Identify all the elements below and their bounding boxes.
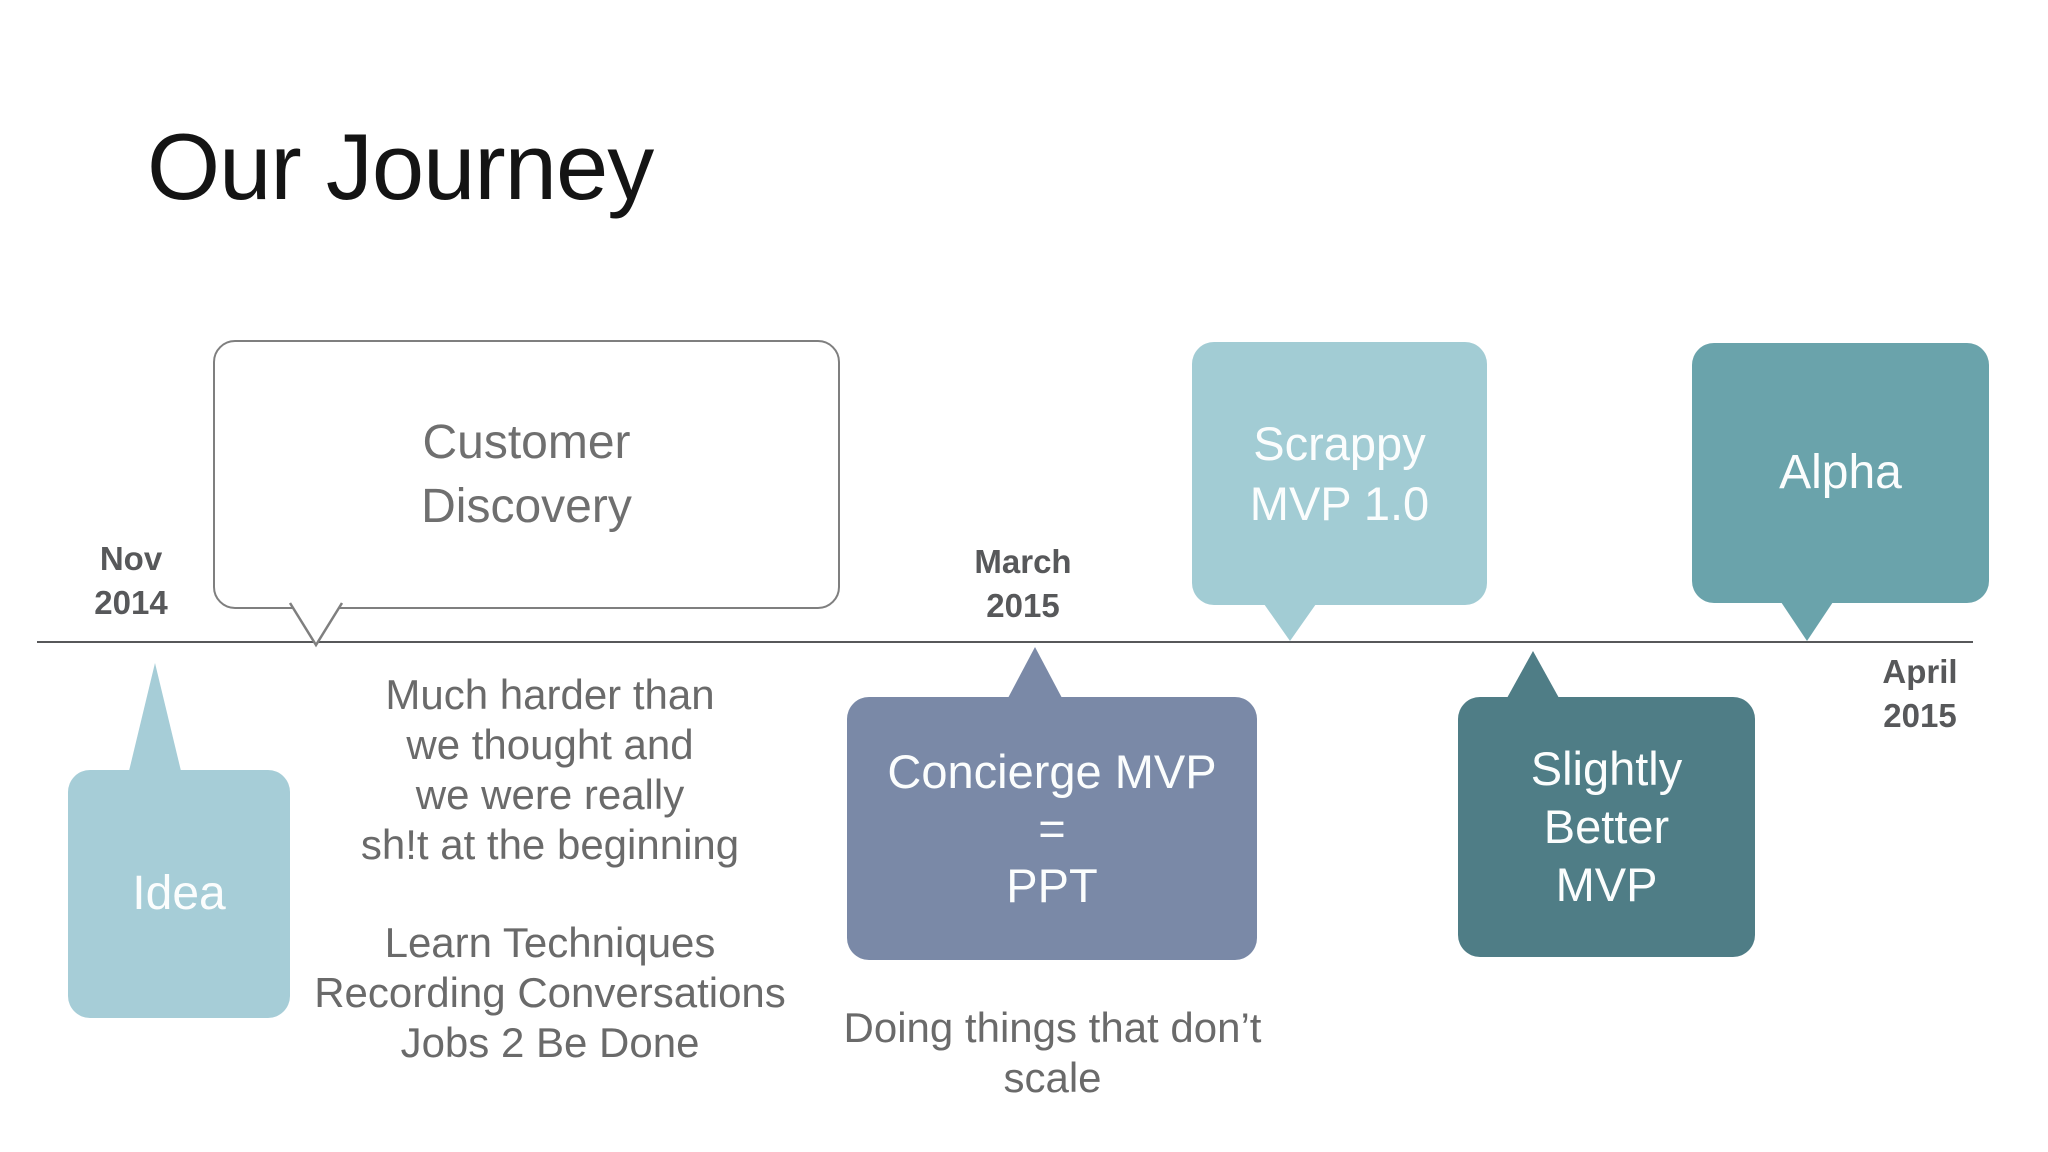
date-month: April	[1882, 653, 1958, 690]
callout-label-line: =	[1038, 802, 1066, 855]
customer-discovery-pointer	[288, 602, 344, 648]
callout-label-line: Concierge MVP	[887, 745, 1217, 798]
note-line: Jobs 2 Be Done	[400, 1019, 700, 1066]
page-title: Our Journey	[147, 114, 654, 219]
scrappy-pointer	[1264, 604, 1316, 641]
callout-label-line: Slightly	[1530, 742, 1683, 795]
callout-label-line: PPT	[1006, 859, 1098, 912]
callout-alpha: Alpha	[1692, 343, 1989, 603]
note-doing-things: Doing things that don’t scale	[790, 1003, 1315, 1103]
callout-scrappy-mvp: Scrappy MVP 1.0	[1192, 342, 1487, 605]
callout-label-line: Alpha	[1779, 446, 1902, 499]
note-customer-discovery: Much harder than we thought and we were …	[300, 670, 800, 870]
callout-label-line: Idea	[132, 867, 226, 920]
date-month: Nov	[99, 540, 163, 577]
note-techniques: Learn Techniques Recording Conversations…	[300, 918, 800, 1068]
idea-pointer	[129, 663, 181, 771]
callout-idea: Idea	[68, 770, 290, 1018]
date-label-april-2015: April 2015	[1845, 650, 1995, 738]
date-label-march-2015: March 2015	[943, 540, 1103, 628]
callout-label-line: MVP 1.0	[1249, 476, 1430, 530]
callout-label-line: Customer	[422, 415, 631, 469]
callout-label-line: Better	[1543, 800, 1670, 853]
date-year: 2015	[986, 587, 1060, 624]
callout-label-line: Discovery	[421, 479, 632, 533]
callout-label-line: Scrappy	[1253, 416, 1426, 470]
slightly-better-pointer	[1507, 651, 1559, 698]
note-line: Learn Techniques	[384, 919, 716, 966]
callout-customer-discovery: Customer Discovery	[213, 340, 840, 609]
alpha-pointer	[1781, 602, 1833, 641]
date-label-nov-2014: Nov 2014	[51, 537, 211, 625]
note-line: we were really	[415, 771, 685, 818]
date-year: 2015	[1883, 697, 1957, 734]
note-line: we thought and	[406, 721, 694, 768]
timeline-line	[37, 641, 1973, 643]
note-line: Recording Conversations	[314, 969, 786, 1016]
note-line: Much harder than	[385, 671, 715, 718]
concierge-pointer	[1008, 647, 1062, 698]
note-line: scale	[1003, 1054, 1102, 1101]
note-line: Doing things that don’t	[843, 1004, 1262, 1051]
callout-slightly-better-mvp: Slightly Better MVP	[1458, 697, 1755, 957]
date-month: March	[974, 543, 1072, 580]
date-year: 2014	[94, 584, 168, 621]
callout-concierge-mvp: Concierge MVP = PPT	[847, 697, 1257, 960]
callout-label-line: MVP	[1555, 858, 1658, 911]
note-line: sh!t at the beginning	[360, 821, 740, 868]
